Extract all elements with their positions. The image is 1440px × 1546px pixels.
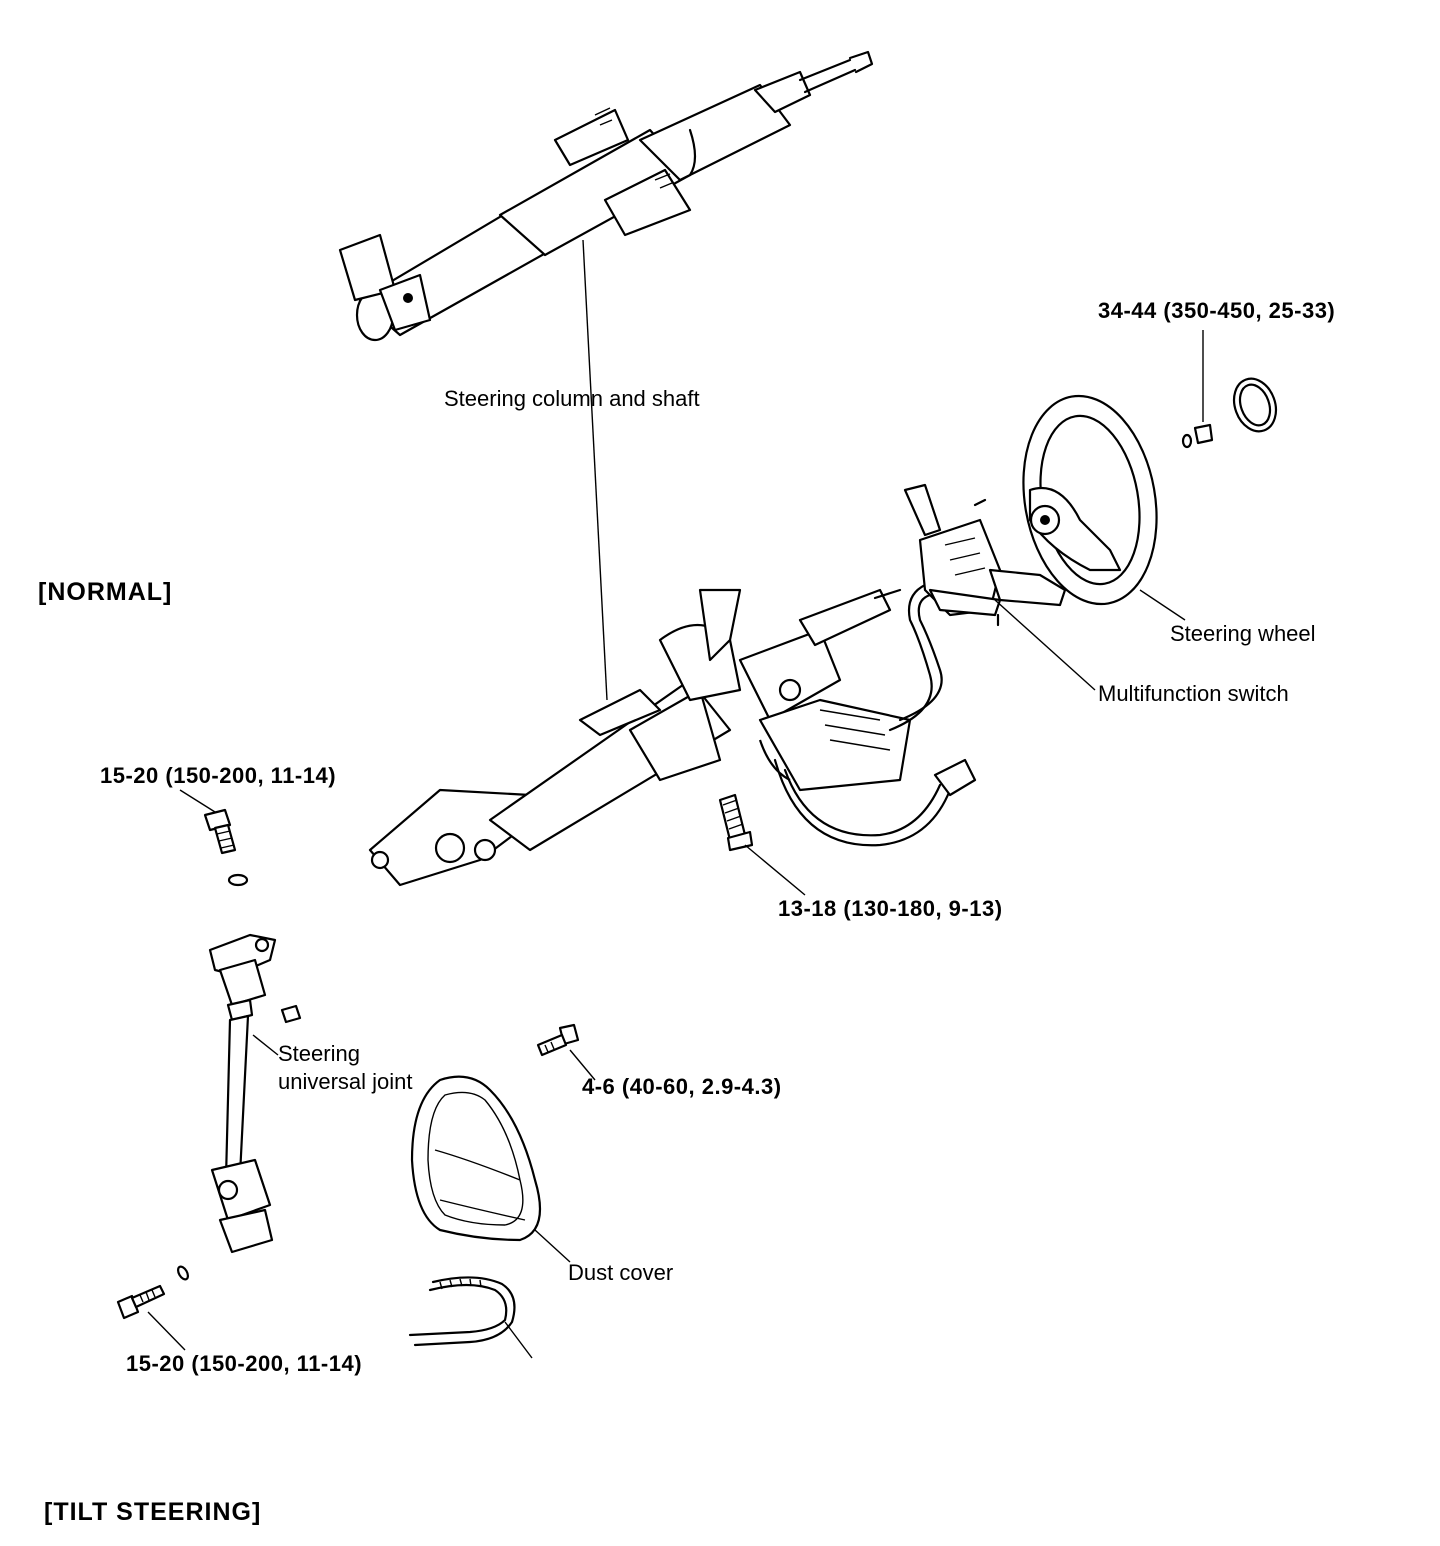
section-tilt-steering-label: [TILT STEERING] — [44, 1498, 262, 1526]
joint-lower-bolt-torque-label: 15-20 (150-200, 11-14) — [126, 1351, 363, 1376]
wheel-nut-and-cap — [1181, 330, 1278, 449]
steering-wheel-leader — [1139, 589, 1186, 621]
band-clamp — [408, 1276, 533, 1359]
steering-wheel-label: Steering wheel — [1170, 621, 1316, 646]
multifunction-switch-label: Multifunction switch — [1098, 681, 1289, 706]
universal-joint-label-line1: Steering — [278, 1041, 360, 1066]
multifunction-switch-leader — [994, 599, 1096, 691]
joint-upper-bolt — [179, 789, 249, 887]
joint-upper-bolt-torque-label: 15-20 (150-200, 11-14) — [100, 763, 337, 788]
multifunction-switch — [903, 483, 1067, 627]
dust-cover-bolt — [536, 1023, 596, 1081]
dust-cover-bolt-torque-label: 4-6 (40-60, 2.9-4.3) — [582, 1074, 782, 1099]
tilt-steering-column — [368, 583, 977, 887]
column-bolt-torque-label: 13-18 (130-180, 9-13) — [778, 896, 1003, 921]
dust-cover — [410, 1075, 571, 1263]
section-normal-label: [NORMAL] — [38, 578, 173, 606]
universal-joint-label-line2: universal joint — [278, 1069, 413, 1094]
steering-universal-joint — [208, 933, 302, 1254]
steering-column-label: Steering column and shaft — [444, 386, 700, 411]
steering-wheel — [1022, 394, 1158, 606]
joint-lower-bolt — [116, 1265, 190, 1351]
column-bolt — [718, 793, 806, 896]
column-leader-line — [582, 239, 608, 701]
dust-cover-label: Dust cover — [568, 1260, 674, 1285]
normal-steering-column — [338, 50, 874, 342]
wheel-nut-torque-label: 34-44 (350-450, 25-33) — [1098, 298, 1336, 323]
